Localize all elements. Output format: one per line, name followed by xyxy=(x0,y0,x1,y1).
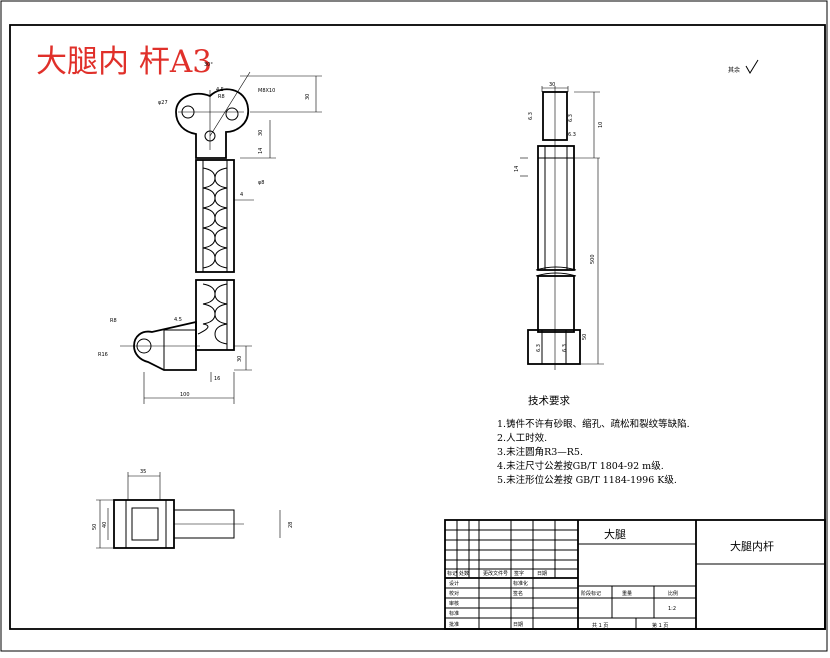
assembly-name: 大腿 xyxy=(604,527,626,541)
label-approve: 批准 xyxy=(449,621,459,628)
label-stage: 阶段标记 xyxy=(581,590,601,597)
dim-thread: M8X10 xyxy=(258,88,275,94)
dim-side-rough-5: 6.3 xyxy=(562,344,568,352)
dim-16: 16 xyxy=(214,376,220,382)
dim-rough-2: 4.5 xyxy=(174,317,182,323)
label-standard: 标准 xyxy=(449,610,459,617)
dim-side-rough-1: 6.3 xyxy=(528,112,534,120)
tech-heading: 技术要求 xyxy=(528,394,570,407)
dim-14: 14 xyxy=(258,148,264,154)
dim-side-rough-4: 6.3 xyxy=(536,344,542,352)
dim-side-14: 14 xyxy=(514,166,520,172)
dim-r8-top: R8 xyxy=(218,94,225,100)
dim-30-right: 30 xyxy=(305,94,311,100)
hdr-sign: 签字 xyxy=(514,570,524,577)
side-view xyxy=(520,86,604,370)
bottom-view xyxy=(96,472,281,549)
dim-side-50: 50 xyxy=(582,334,588,340)
dim-4: 4 xyxy=(240,192,243,198)
sheets-total: 共 1 页 xyxy=(592,622,608,629)
dim-100: 100 xyxy=(180,392,190,398)
title-block xyxy=(444,519,826,630)
label-check: 校对 xyxy=(449,590,459,597)
front-view xyxy=(120,71,322,404)
tech-item-4: 4.未注尺寸公差按GB/T 1804-92 m级. xyxy=(497,460,664,472)
tech-item-2: 2.人工时效. xyxy=(497,432,547,444)
tech-item-3: 3.未注圆角R3—R5. xyxy=(497,446,583,458)
hdr-date: 日期 xyxy=(537,571,547,577)
scale-value: 1:2 xyxy=(668,606,676,612)
roughness-label: 其余 xyxy=(728,66,740,74)
dim-angle: 30° xyxy=(204,62,213,68)
dim-r16: R16 xyxy=(98,352,108,358)
dim-bottom-50: 50 xyxy=(92,524,98,530)
drawing-title: 大腿内 杆A3 xyxy=(36,44,212,80)
dim-side-500: 500 xyxy=(590,254,596,264)
part-name: 大腿内杆 xyxy=(730,539,774,553)
dim-side-30: 30 xyxy=(549,82,555,88)
dim-side-10: 10 xyxy=(598,122,604,128)
dim-side-rough-2: 6.3 xyxy=(568,114,574,122)
label-date-bottom: 日期 xyxy=(513,622,523,628)
dim-bottom-28: 28 xyxy=(288,522,294,528)
dim-side-rough-3: 6.3 xyxy=(568,132,576,138)
dim-r8-bottom: R8 xyxy=(110,318,117,324)
label-standardization: 标准化 xyxy=(513,580,528,587)
dim-30-bottom: 30 xyxy=(237,356,243,362)
label-weight: 重量 xyxy=(622,590,632,597)
label-signature: 签名 xyxy=(513,590,523,597)
dim-bottom-35: 35 xyxy=(140,469,146,475)
inner-border xyxy=(9,24,826,630)
hdr-mark: 标记 xyxy=(447,570,457,577)
hdr-count: 处数 xyxy=(459,570,469,577)
hdr-change: 更改文件号 xyxy=(483,570,508,577)
label-scale: 比例 xyxy=(668,590,678,597)
dim-bottom-40: 40 xyxy=(102,522,108,528)
dim-30-mid: 30 xyxy=(258,130,264,136)
tech-item-5: 5.未注形位公差按 GB/T 1184-1996 K级. xyxy=(497,474,677,486)
roughness-symbol: 其余 xyxy=(728,59,759,74)
label-review: 审核 xyxy=(449,600,459,607)
dim-rough-1: 4.5 xyxy=(216,87,224,93)
dim-phi8: φ8 xyxy=(258,180,264,186)
label-design: 设计 xyxy=(449,580,459,587)
tech-item-1: 1.铸件不许有砂眼、缩孔、疏松和裂纹等缺陷. xyxy=(497,418,690,430)
dim-phi27: φ27 xyxy=(158,100,168,106)
sheet-number: 第 1 页 xyxy=(652,622,668,629)
